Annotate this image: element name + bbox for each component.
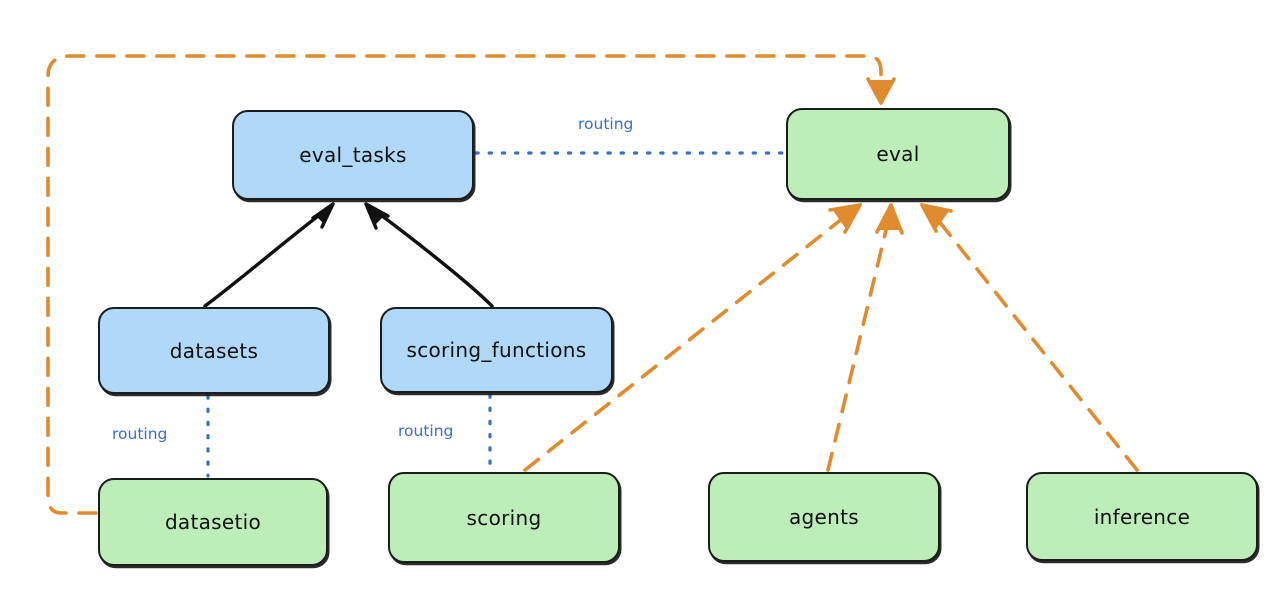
node-label: datasetio	[164, 510, 262, 534]
node-label: agents	[789, 505, 859, 529]
node-scoring-functions[interactable]: scoring_functions	[380, 307, 613, 393]
edge-scoring-functions-to-eval-tasks	[364, 202, 494, 308]
node-label: eval_tasks	[299, 143, 407, 167]
edge-agents-to-eval	[826, 203, 904, 472]
node-eval-tasks[interactable]: eval_tasks	[232, 110, 474, 200]
edge-label-routing-eval-tasks: routing	[578, 115, 634, 133]
node-label: inference	[1093, 504, 1191, 529]
node-label: datasets	[169, 338, 259, 363]
edge-scoring-to-eval	[523, 203, 862, 472]
node-label: scoring	[466, 505, 542, 530]
edge-inference-to-eval	[920, 203, 1139, 472]
node-label: eval	[876, 142, 920, 166]
node-eval[interactable]: eval	[786, 108, 1010, 200]
edge-label-routing-datasets: routing	[112, 425, 168, 443]
edge-datasets-to-eval-tasks	[203, 202, 335, 308]
node-inference[interactable]: inference	[1026, 472, 1258, 561]
node-datasets[interactable]: datasets	[98, 307, 330, 394]
node-scoring[interactable]: scoring	[388, 472, 620, 563]
node-label: scoring_functions	[406, 338, 587, 362]
node-agents[interactable]: agents	[708, 472, 940, 562]
node-datasetio[interactable]: datasetio	[98, 478, 328, 566]
edge-label-routing-scoring-functions: routing	[398, 422, 454, 440]
edge-datasetio-to-eval	[46, 54, 896, 515]
